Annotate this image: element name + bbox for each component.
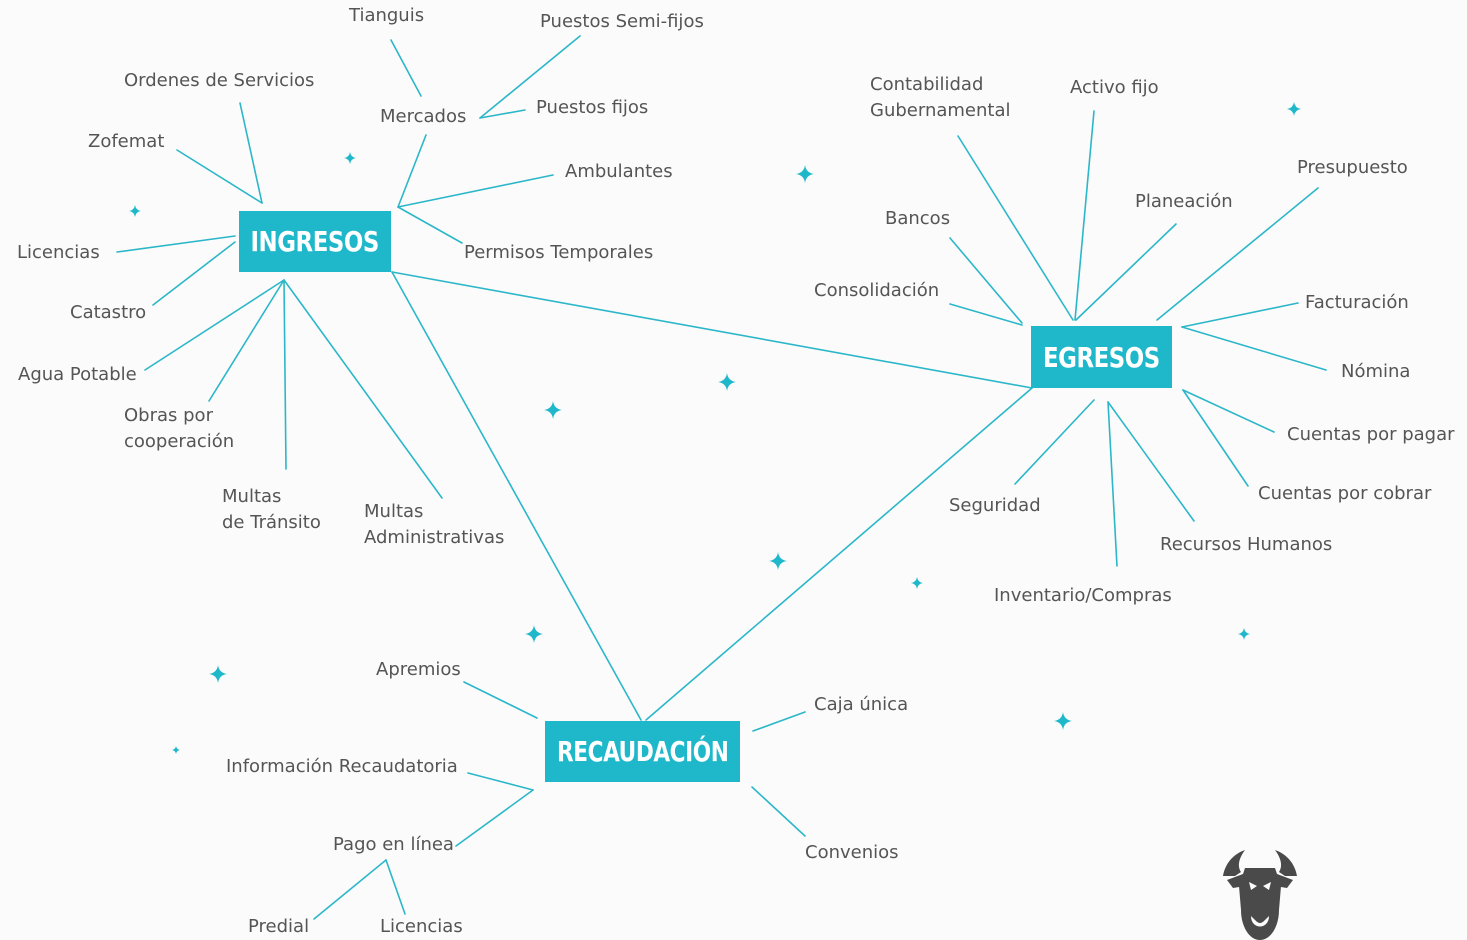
link-multas-transito <box>283 279 287 470</box>
link-contabilidad <box>957 135 1074 321</box>
label-pago-en-linea: Pago en línea <box>333 834 454 855</box>
egresos-hub: EGRESOS <box>1031 326 1172 388</box>
label-multas-transito: Multas de Tránsito <box>222 486 321 533</box>
label-tianguis: Tianguis <box>349 5 425 26</box>
bull-head-logo-icon <box>1223 850 1297 940</box>
link-info-recaudatoria <box>467 772 534 791</box>
link-inventario <box>1107 401 1118 567</box>
link-facturacion <box>1181 302 1299 328</box>
link-planeacion <box>1075 223 1177 321</box>
sparkle-star-icon <box>718 373 736 391</box>
link-zofemat <box>176 149 263 204</box>
sparkle-star-icon <box>344 152 356 164</box>
link-caja-unica <box>752 711 806 732</box>
sparkle-star-icon <box>1287 102 1301 116</box>
sparkle-star-icon <box>1054 712 1072 730</box>
label-permisos-temporales: Permisos Temporales <box>464 242 654 263</box>
sparkle-star-icon <box>796 165 814 183</box>
sparkle-star-icon <box>129 205 141 217</box>
label-planeacion: Planeación <box>1135 191 1233 212</box>
label-bancos: Bancos <box>885 208 951 229</box>
label-informacion-recaudatoria: Información Recaudatoria <box>226 756 458 777</box>
link-recursos-humanos <box>1107 401 1195 522</box>
sparkle-star-icon <box>544 401 562 419</box>
label-facturacion: Facturación <box>1305 292 1409 313</box>
label-obras-cooperacion: Obras por cooperación <box>124 405 235 452</box>
label-zofemat: Zofemat <box>88 131 165 152</box>
label-cuentas-por-cobrar: Cuentas por cobrar <box>1258 483 1432 504</box>
link-consolidacion <box>949 303 1023 326</box>
link-convenios <box>751 786 806 837</box>
link-egresos-recaudacion <box>645 387 1033 721</box>
label-nomina: Nómina <box>1341 361 1411 382</box>
label-puestos-semifijos: Puestos Semi-fijos <box>540 11 704 32</box>
link-cuentas-cobrar <box>1182 389 1249 487</box>
label-inventario-compras: Inventario/Compras <box>994 585 1172 606</box>
label-licencias-ingresos: Licencias <box>17 242 100 263</box>
link-obras <box>208 279 285 402</box>
label-predial: Predial <box>248 916 310 937</box>
label-caja-unica: Caja única <box>814 694 909 715</box>
sparkle-star-icon <box>525 625 543 643</box>
label-agua-potable: Agua Potable <box>18 364 137 385</box>
link-licencias-rec <box>385 859 406 915</box>
label-ordenes-servicios: Ordenes de Servicios <box>124 70 315 91</box>
label-multas-administrativas: Multas Administrativas <box>364 501 505 548</box>
link-puestos-semifijos <box>479 35 581 119</box>
link-presupuesto <box>1156 187 1319 321</box>
ingresos-hub: INGRESOS <box>239 211 391 272</box>
label-mercados: Mercados <box>380 106 467 127</box>
label-recursos-humanos: Recursos Humanos <box>1160 534 1333 555</box>
link-permisos <box>397 206 463 244</box>
link-ambulantes <box>397 174 554 208</box>
sparkle-star-icon <box>1238 628 1250 640</box>
sparkle-star-icon <box>911 577 923 589</box>
link-mercados <box>397 134 427 208</box>
label-catastro: Catastro <box>70 302 147 323</box>
link-licencias-ing <box>116 235 236 253</box>
sparkle-star-icon <box>172 746 180 754</box>
label-ambulantes: Ambulantes <box>565 161 673 182</box>
label-cuentas-por-pagar: Cuentas por pagar <box>1287 424 1455 445</box>
sparkle-star-icon <box>769 552 787 570</box>
link-multas-admin <box>283 279 443 499</box>
link-tianguis <box>390 39 422 97</box>
label-apremios: Apremios <box>376 659 461 680</box>
label-seguridad: Seguridad <box>949 495 1041 516</box>
link-ingresos-recaudacion <box>391 271 642 721</box>
link-activo-fijo <box>1074 110 1095 321</box>
recaudacion-hub: RECAUDACIÓN <box>545 721 740 782</box>
link-agua <box>144 279 285 371</box>
link-seguridad <box>1014 399 1095 485</box>
link-catastro <box>152 241 236 306</box>
link-predial <box>313 859 387 920</box>
link-cuentas-pagar <box>1182 389 1275 433</box>
sparkle-star-icon <box>209 665 227 683</box>
label-presupuesto: Presupuesto <box>1297 157 1408 178</box>
label-puestos-fijos: Puestos fijos <box>536 97 649 118</box>
label-activo-fijo: Activo fijo <box>1070 77 1159 98</box>
label-contabilidad-gubernamental: Contabilidad Gubernamental <box>870 74 1011 121</box>
link-bancos <box>949 237 1023 324</box>
label-consolidacion: Consolidación <box>814 280 940 301</box>
label-convenios: Convenios <box>805 842 899 863</box>
link-ordenes <box>239 102 263 204</box>
link-ingresos-egresos <box>391 271 1033 389</box>
link-pago-linea <box>455 789 534 847</box>
link-puestos-fijos <box>479 109 526 119</box>
link-nomina <box>1181 326 1327 371</box>
link-apremios <box>463 681 538 719</box>
label-licencias-recaudacion: Licencias <box>380 916 463 937</box>
